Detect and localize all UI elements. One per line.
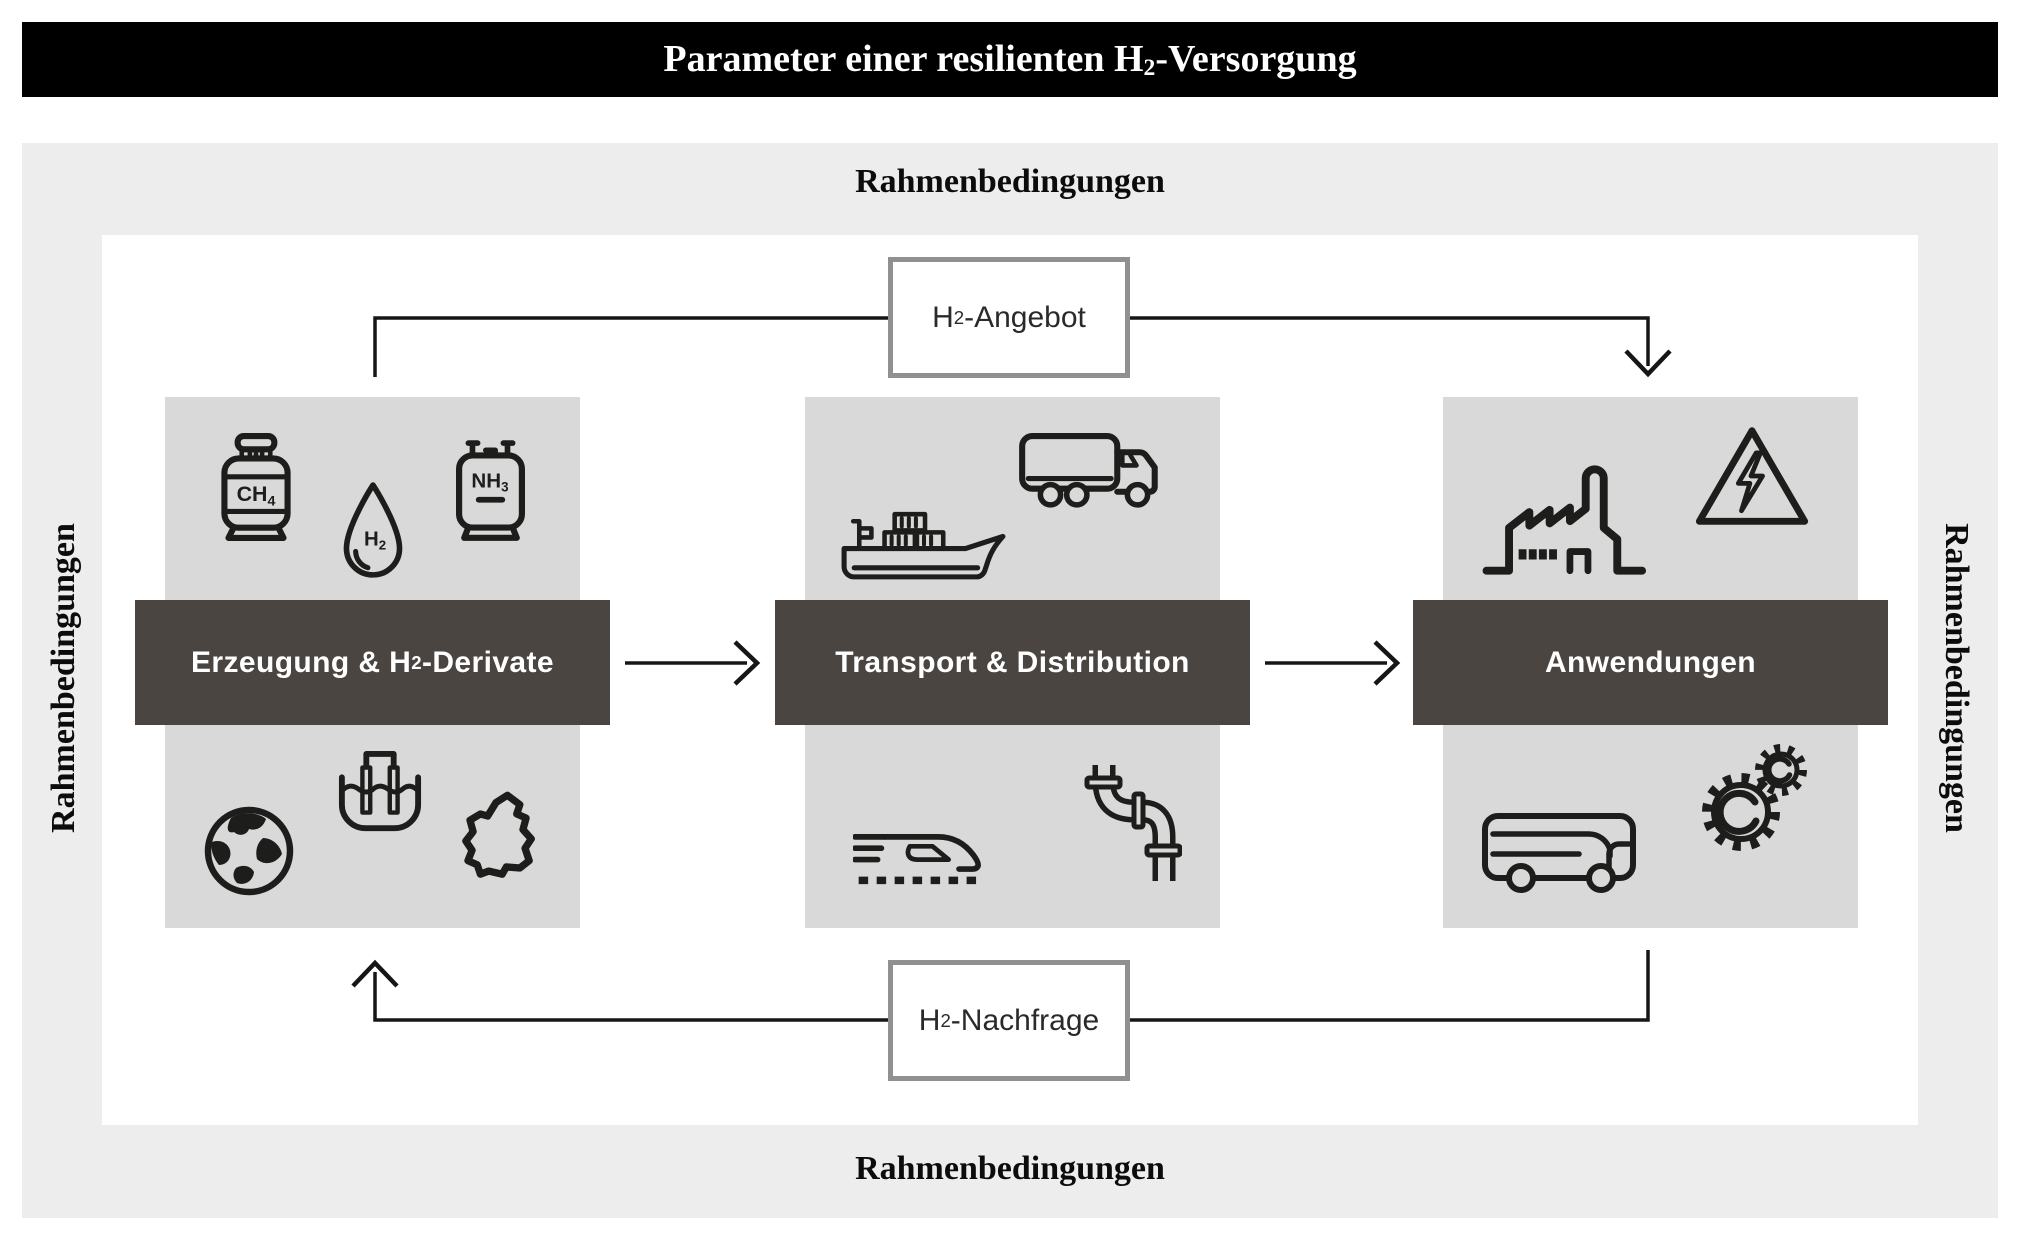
svg-text:NH3: NH3 [471,469,508,494]
stage-arrow-1-head-icon [733,640,761,686]
baden-wuerttemberg-map-icon [443,788,551,896]
globe-icon [203,805,295,897]
container-ship-icon [840,498,1007,585]
bus-icon [1481,810,1649,896]
train-icon [853,812,995,892]
banner-transport: Transport & Distribution [775,600,1250,725]
title-bar: Parameter einer resilienten H2-Versorgun… [22,22,1998,97]
stage-arrow-2-head-icon [1373,640,1401,686]
demand-loop-arrowhead-icon [351,959,399,988]
h2-droplet-icon: H2 [340,481,406,581]
svg-text:CH4: CH4 [237,482,276,509]
banner-anwendungen: Anwendungen [1413,600,1888,725]
ch4-cylinder-icon: CH4 [220,433,292,543]
diagram-title: Parameter einer resilienten H2-Versorgun… [663,37,1357,82]
nh3-cylinder-icon: NH3 [456,440,525,543]
frame-label-top: Rahmenbedingungen [855,163,1165,200]
factory-icon [1482,460,1668,580]
svg-text:H2: H2 [364,528,386,552]
electrolysis-icon [336,750,424,836]
truck-icon [1018,430,1170,515]
pipeline-icon [1070,765,1182,881]
electricity-hazard-icon [1693,423,1811,529]
frame-label-bottom: Rahmenbedingungen [855,1150,1165,1187]
gears-icon [1693,742,1809,858]
supply-loop-arrowhead-icon [1624,349,1672,378]
